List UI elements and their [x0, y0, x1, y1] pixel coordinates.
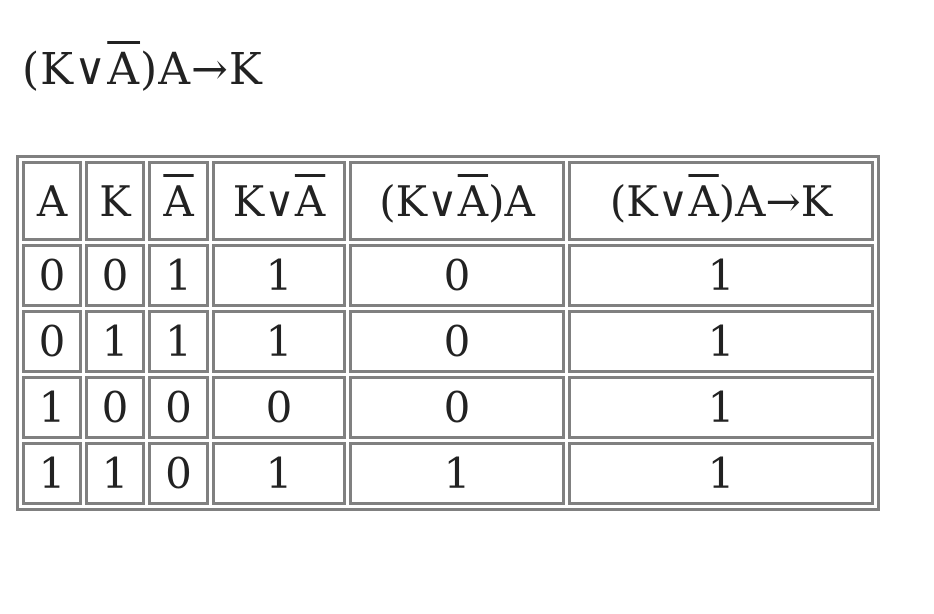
table-cell: 1: [22, 442, 82, 505]
table-cell: 0: [22, 310, 82, 373]
header-implication: (K∨A)A→K: [568, 161, 874, 241]
table-cell: 0: [212, 376, 346, 439]
header-k: K: [85, 161, 145, 241]
header-conjunction-pre: (K∨: [379, 176, 458, 226]
table-cell: 1: [568, 376, 874, 439]
table-cell: 1: [148, 310, 209, 373]
truth-table: A K A K∨A (K∨A)A (K∨A)A→K 0 0 1 1 0 1 0 …: [16, 155, 880, 511]
table-cell: 1: [22, 376, 82, 439]
header-k-or-not-a-pre: K∨: [232, 176, 295, 226]
table-cell: 1: [85, 310, 145, 373]
table-cell: 0: [85, 244, 145, 307]
formula-title: (K∨A)A→K: [22, 44, 263, 96]
header-conjunction-neg: A: [457, 176, 489, 226]
table-row: 0 0 1 1 0 1: [22, 244, 874, 307]
table-cell: 0: [148, 376, 209, 439]
header-k-post: K: [99, 176, 131, 226]
header-k-or-not-a: K∨A: [212, 161, 346, 241]
table-cell: 1: [85, 442, 145, 505]
table-cell: 1: [212, 442, 346, 505]
table-row: 1 1 0 1 1 1: [22, 442, 874, 505]
table-cell: 0: [349, 376, 565, 439]
header-not-a: A: [148, 161, 209, 241]
table-cell: 0: [349, 310, 565, 373]
table-cell: 1: [212, 310, 346, 373]
table-cell: 1: [212, 244, 346, 307]
table-cell: 1: [568, 442, 874, 505]
table-row: 0 1 1 1 0 1: [22, 310, 874, 373]
header-a-post: A: [36, 176, 68, 226]
table-cell: 0: [148, 442, 209, 505]
header-implication-post: )A→K: [718, 176, 833, 226]
header-implication-neg: A: [688, 176, 719, 226]
header-conjunction: (K∨A)A: [349, 161, 565, 241]
header-a: A: [22, 161, 82, 241]
formula-close: )A→K: [140, 44, 263, 95]
table-cell: 1: [349, 442, 565, 505]
header-k-or-not-a-neg: A: [294, 176, 326, 226]
table-header-row: A K A K∨A (K∨A)A (K∨A)A→K: [22, 161, 874, 241]
table-cell: 1: [568, 310, 874, 373]
table-cell: 0: [22, 244, 82, 307]
header-not-a-neg: A: [163, 176, 194, 226]
table-cell: 0: [349, 244, 565, 307]
table-cell: 1: [568, 244, 874, 307]
table-row: 1 0 0 0 0 1: [22, 376, 874, 439]
table-cell: 0: [85, 376, 145, 439]
header-implication-pre: (K∨: [609, 176, 689, 226]
header-conjunction-post: )A: [488, 176, 535, 226]
formula-negated-a: A: [107, 44, 141, 95]
formula-open: (K∨: [22, 44, 108, 95]
table-cell: 1: [148, 244, 209, 307]
